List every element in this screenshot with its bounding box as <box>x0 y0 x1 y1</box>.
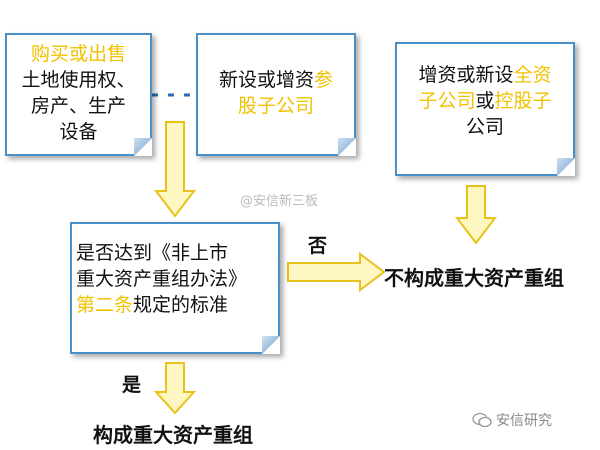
box4-line2: 重大资产重组办法》 <box>76 268 248 290</box>
box1-line3: 房产、生产 <box>30 95 126 117</box>
box4-part3a: 第二条 <box>76 294 134 316</box>
center-watermark: @安信新三板 <box>240 194 319 209</box>
box3-part1: 增资或新设 <box>418 64 514 86</box>
wechat-icon <box>472 412 492 428</box>
box4-part3b: 规定的标准 <box>133 294 229 316</box>
box3-part3: 子公司 <box>418 90 476 112</box>
box2-part3: 股子公司 <box>237 95 314 117</box>
yes-label: 是 <box>122 374 142 396</box>
criteria-question-box: 是否达到《非上市 重大资产重组办法》 第二条规定的标准 <box>70 222 280 354</box>
subsidiary-investment-box: 增资或新设全资 子公司或控股子 公司 <box>395 42 575 176</box>
asset-transaction-box: 购买或出售 土地使用权、 房产、生产 设备 <box>5 33 152 156</box>
box1-line1: 购买或出售 <box>30 43 126 65</box>
right-arrow-no <box>287 252 386 292</box>
box4-line1: 是否达到《非上市 <box>76 242 229 264</box>
box3-part2: 全资 <box>513 64 552 86</box>
brand-name: 安信研究 <box>496 413 552 429</box>
not-restructuring-outcome: 不构成重大资产重组 <box>384 266 564 290</box>
page-fold-icon <box>338 138 356 156</box>
down-arrow-to-question <box>153 121 197 218</box>
down-arrow-to-not-restructuring <box>454 185 498 245</box>
page-fold-icon <box>134 138 152 156</box>
brand-watermark: 安信研究 <box>472 410 552 430</box>
asset-transaction-text: 购买或出售 土地使用权、 房产、生产 设备 <box>7 41 150 145</box>
box2-part1: 新设或增资 <box>218 69 314 91</box>
down-arrow-yes <box>153 362 197 415</box>
subsidiary-investment-text: 增资或新设全资 子公司或控股子 公司 <box>397 62 573 140</box>
equity-investment-text: 新设或增资参 股子公司 <box>198 67 354 119</box>
box1-line2: 土地使用权、 <box>21 69 136 91</box>
criteria-question-text: 是否达到《非上市 重大资产重组办法》 第二条规定的标准 <box>76 240 280 318</box>
equity-investment-box: 新设或增资参 股子公司 <box>196 33 356 156</box>
box3-part6: 公司 <box>465 116 504 138</box>
page-fold-icon <box>262 336 280 354</box>
box2-part2: 参 <box>314 69 334 91</box>
box3-part4: 或 <box>475 90 495 112</box>
box3-part5: 控股子 <box>494 90 552 112</box>
restructuring-outcome: 构成重大资产重组 <box>93 423 253 447</box>
page-fold-icon <box>557 158 575 176</box>
no-label: 否 <box>308 235 328 257</box>
box1-line4: 设备 <box>59 121 98 143</box>
